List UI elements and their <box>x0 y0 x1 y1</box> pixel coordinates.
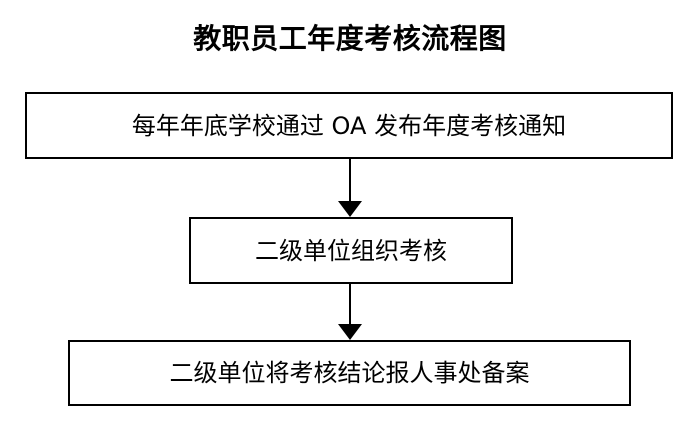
page-title: 教职员工年度考核流程图 <box>193 22 507 55</box>
flow-node-organize-label: 二级单位组织考核 <box>255 236 447 265</box>
flow-node-notice-label: 每年年底学校通过 OA 发布年度考核通知 <box>131 111 567 140</box>
flow-node-record-label: 二级单位将考核结论报人事处备案 <box>169 359 530 387</box>
arrow-organize-to-record <box>338 284 362 340</box>
flow-node-organize[interactable]: 二级单位组织考核 <box>189 217 513 284</box>
arrow-notice-to-organize <box>338 159 362 217</box>
flow-node-record[interactable]: 二级单位将考核结论报人事处备案 <box>68 340 631 406</box>
flow-node-notice[interactable]: 每年年底学校通过 OA 发布年度考核通知 <box>25 92 673 159</box>
